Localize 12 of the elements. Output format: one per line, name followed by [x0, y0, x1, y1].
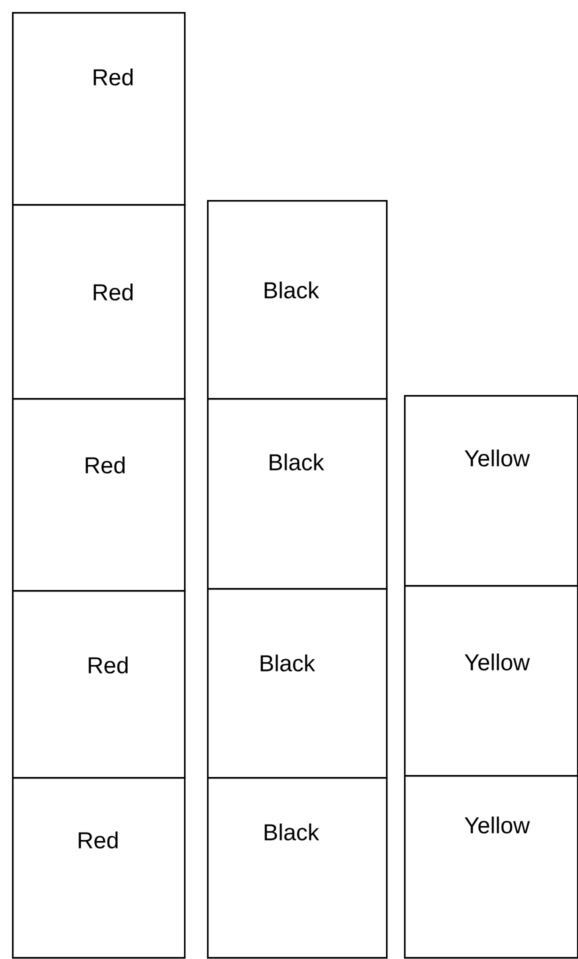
color-box: Yellow: [404, 585, 578, 777]
color-box: Black: [207, 588, 388, 779]
color-box: Black: [207, 200, 388, 400]
color-box: Yellow: [404, 775, 578, 959]
color-box: Red: [12, 777, 186, 959]
color-box: Red: [12, 398, 186, 592]
color-box: Red: [12, 12, 186, 206]
color-box: Red: [12, 590, 186, 779]
color-box: Yellow: [404, 395, 578, 587]
color-box: Red: [12, 204, 186, 400]
color-box: Black: [207, 777, 388, 959]
color-box: Black: [207, 398, 388, 590]
